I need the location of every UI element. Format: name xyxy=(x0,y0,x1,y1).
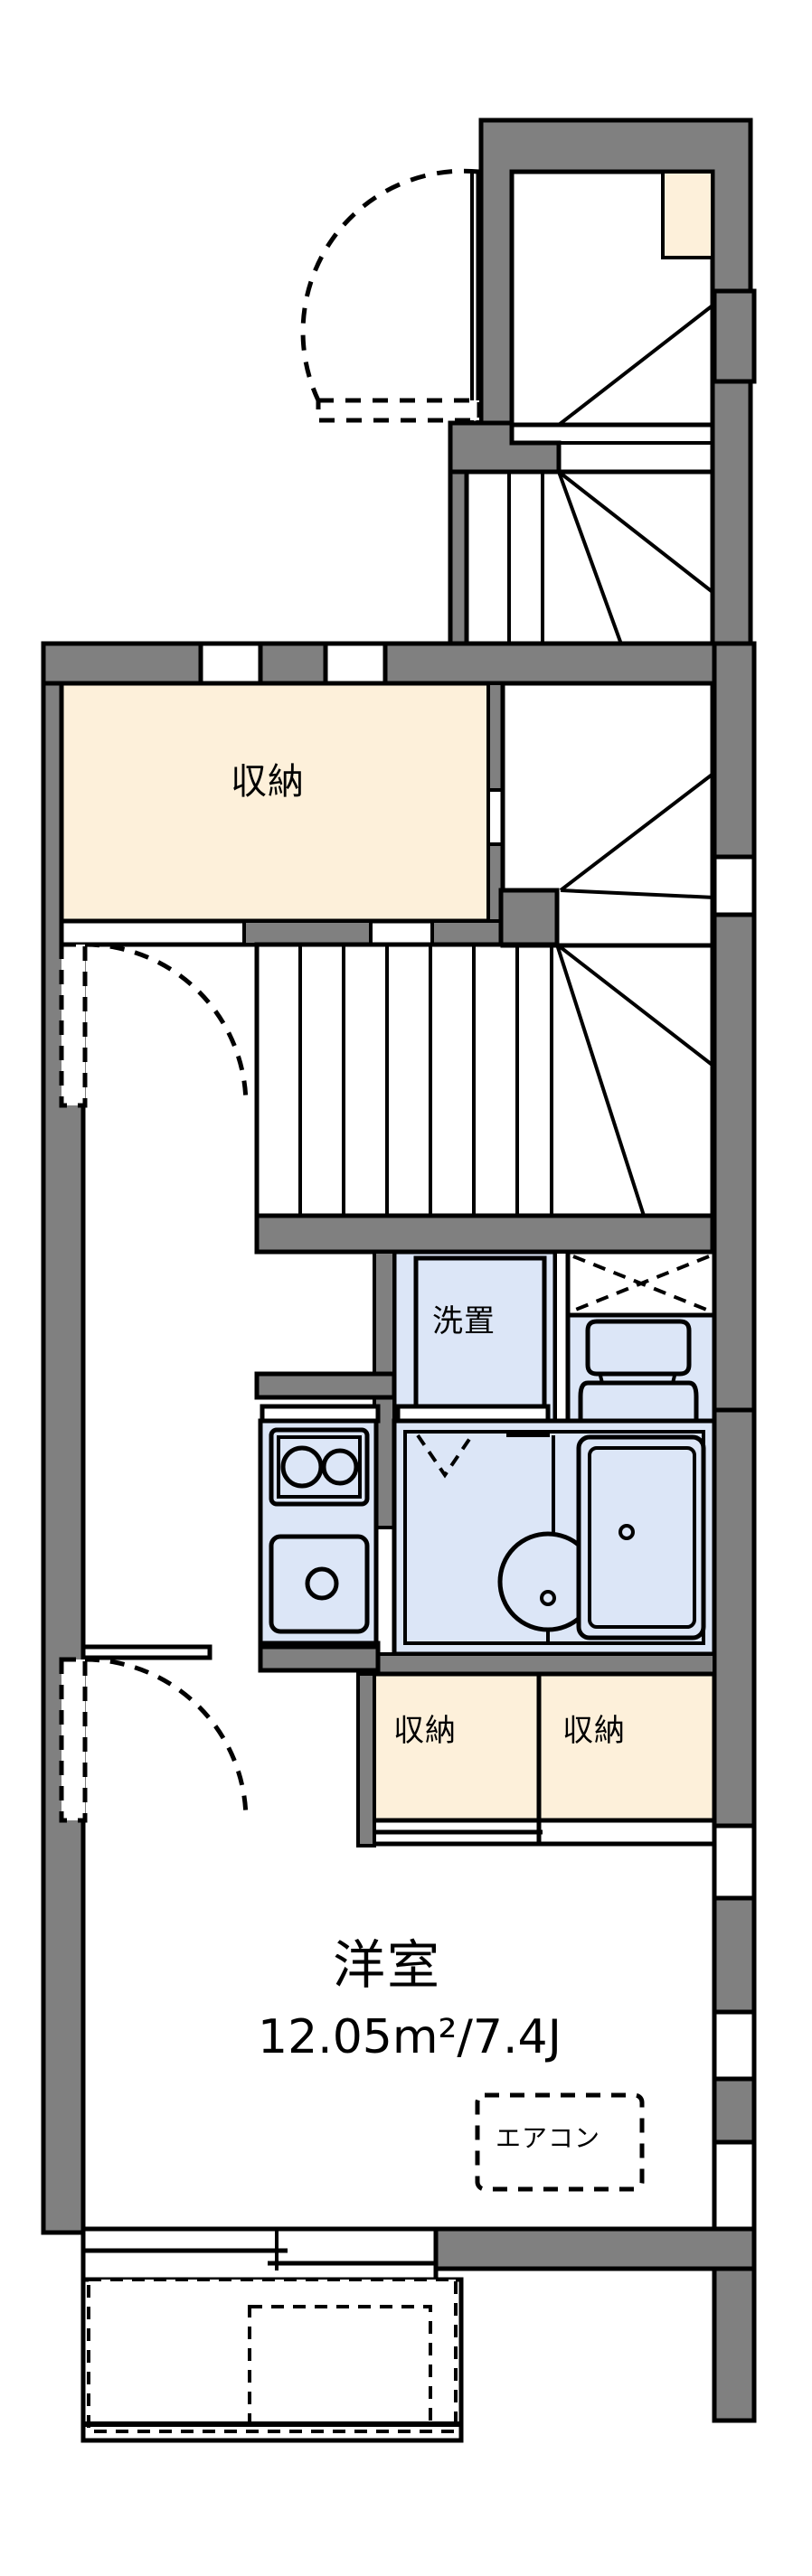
closet-row xyxy=(258,1644,717,1847)
washer-space-label: 洗置 xyxy=(432,1303,496,1340)
main-room-name: 洋室 xyxy=(333,1934,442,1996)
aircon-label: エアコン xyxy=(496,2123,601,2153)
main-room-door xyxy=(59,1644,249,1823)
unit-bath xyxy=(392,1404,717,1657)
aircon-marker xyxy=(475,2092,645,2192)
storage-upper-label: 収納 xyxy=(231,761,305,803)
closet-left-label: 収納 xyxy=(393,1713,457,1749)
main-room-area: 12.05m²/7.4J xyxy=(258,2014,562,2061)
storage-upper-room xyxy=(59,681,517,947)
upper-stair-block xyxy=(300,118,753,780)
kitchen-counter xyxy=(258,1404,381,1655)
hall-door-upper xyxy=(59,942,249,1108)
main-room-area-text: 12.05m²/7.4J xyxy=(258,2010,562,2064)
staircase-lower xyxy=(254,681,716,1255)
closet-right-label: 収納 xyxy=(562,1713,626,1749)
balcony-window xyxy=(80,2226,464,2443)
